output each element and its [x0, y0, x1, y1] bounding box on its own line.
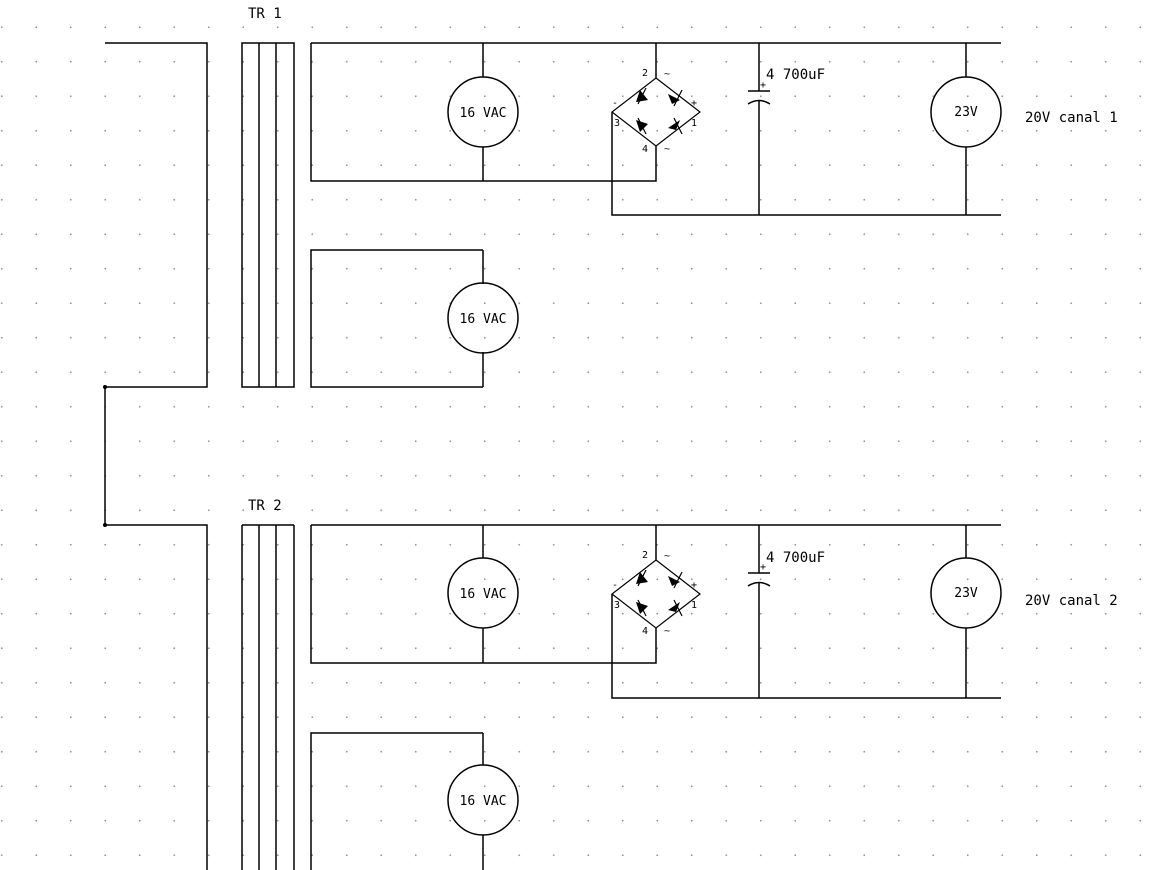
capacitor-1: + 4 700uF [747, 43, 825, 215]
ac-source-label: 16 VAC [460, 312, 507, 327]
diode-icon [668, 571, 683, 589]
ac-source-label: 16 VAC [460, 794, 507, 809]
capacitor-plus: + [760, 80, 766, 91]
bridge-pin-3: 3 [614, 118, 620, 129]
primary-wiring [103, 42, 208, 870]
diode-icon [668, 89, 683, 107]
secondary-1b: 16 VAC [310, 249, 519, 388]
bridge-pin-3: 3 [614, 600, 620, 611]
bridge-ac-top: ~ [664, 551, 670, 562]
output-1: 23V 20V canal 1 [930, 43, 1118, 215]
ac-source-circle [447, 557, 519, 629]
capacitor-value-label: 4 700uF [766, 67, 825, 83]
capacitor-plus: + [760, 562, 766, 573]
dc-source-label: 23V [954, 586, 978, 601]
secondary-2b: 16 VAC [310, 732, 519, 870]
dc-source-circle [930, 557, 1002, 629]
ac-source-circle [447, 76, 519, 148]
bridge-plus: + [691, 98, 697, 109]
bridge-minus: - [612, 98, 618, 109]
ac-source-label: 16 VAC [460, 587, 507, 602]
bridge-pin-4: 4 [642, 626, 648, 637]
bridge-ac-bottom: ~ [664, 144, 670, 155]
transformer-1: TR 1 [241, 6, 295, 388]
channel-1-label: 20V canal 1 [1025, 110, 1118, 126]
bridge-pin-1: 1 [691, 600, 697, 611]
diode-icon [636, 87, 648, 105]
transformer-1-label: TR 1 [248, 6, 282, 22]
capacitor-2: + 4 700uF [747, 525, 825, 698]
ac-source-circle [447, 282, 519, 354]
dc-source-label: 23V [954, 105, 978, 120]
bridge-pin-4: 4 [642, 144, 648, 155]
output-2: 23V 20V canal 2 [930, 525, 1118, 698]
channel-2-label: 20V canal 2 [1025, 593, 1118, 609]
bridge-ac-top: ~ [664, 69, 670, 80]
transformer-2-label: TR 2 [248, 498, 282, 514]
bridge-plus: + [691, 580, 697, 591]
dc-source-circle [930, 76, 1002, 148]
bridge-pin-2: 2 [642, 550, 648, 561]
diode-icon [636, 599, 648, 617]
transformer-2: TR 2 [241, 498, 295, 870]
ac-source-circle [447, 764, 519, 836]
bridge-ac-bottom: ~ [664, 626, 670, 637]
bridge-rectifier-2: 2 ~ - 3 + 1 4 ~ [483, 525, 1001, 699]
diode-icon [668, 599, 683, 617]
ac-source-label: 16 VAC [460, 106, 507, 121]
diode-icon [636, 569, 648, 587]
bridge-pin-2: 2 [642, 68, 648, 79]
bridge-rectifier-1: 2 ~ - 3 + 1 4 ~ [483, 43, 1001, 216]
capacitor-value-label: 4 700uF [766, 550, 825, 566]
diode-icon [668, 117, 683, 135]
bridge-minus: - [612, 580, 618, 591]
bridge-pin-1: 1 [691, 118, 697, 129]
diode-icon [636, 117, 648, 135]
